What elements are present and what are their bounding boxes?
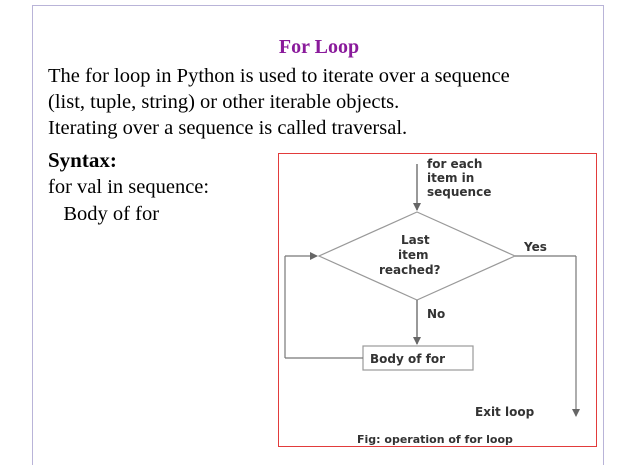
slide-title: For Loop xyxy=(278,36,360,58)
description-line-1: The for loop in Python is used to iterat… xyxy=(48,65,510,87)
slide-frame xyxy=(32,5,604,465)
yes-label: Yes xyxy=(523,240,547,254)
syntax-line-1: for val in sequence: xyxy=(48,176,210,198)
body-label: Body of for xyxy=(370,352,445,366)
flowchart-diagram: for each item in sequence Last item reac… xyxy=(284,157,580,446)
flowchart-figure: for each item in sequence Last item reac… xyxy=(278,153,597,447)
decision-text-line-1: Last xyxy=(401,233,430,247)
start-text-line-3: sequence xyxy=(427,185,491,199)
start-text-line-2: item in xyxy=(427,171,474,185)
description-line-2: (list, tuple, string) or other iterable … xyxy=(48,91,400,113)
body-box xyxy=(362,345,474,371)
decision-text-line-2: item xyxy=(398,248,429,262)
syntax-line-2: Body of for xyxy=(48,203,160,225)
no-label: No xyxy=(427,307,445,321)
description-line-3: Iterating over a sequence is called trav… xyxy=(48,117,408,139)
start-text-line-1: for each xyxy=(427,157,482,171)
decision-text-line-3: reached? xyxy=(379,263,441,277)
figure-caption: Fig: operation of for loop xyxy=(357,433,513,446)
exit-label: Exit loop xyxy=(475,405,535,419)
syntax-heading: Syntax: xyxy=(48,148,117,172)
